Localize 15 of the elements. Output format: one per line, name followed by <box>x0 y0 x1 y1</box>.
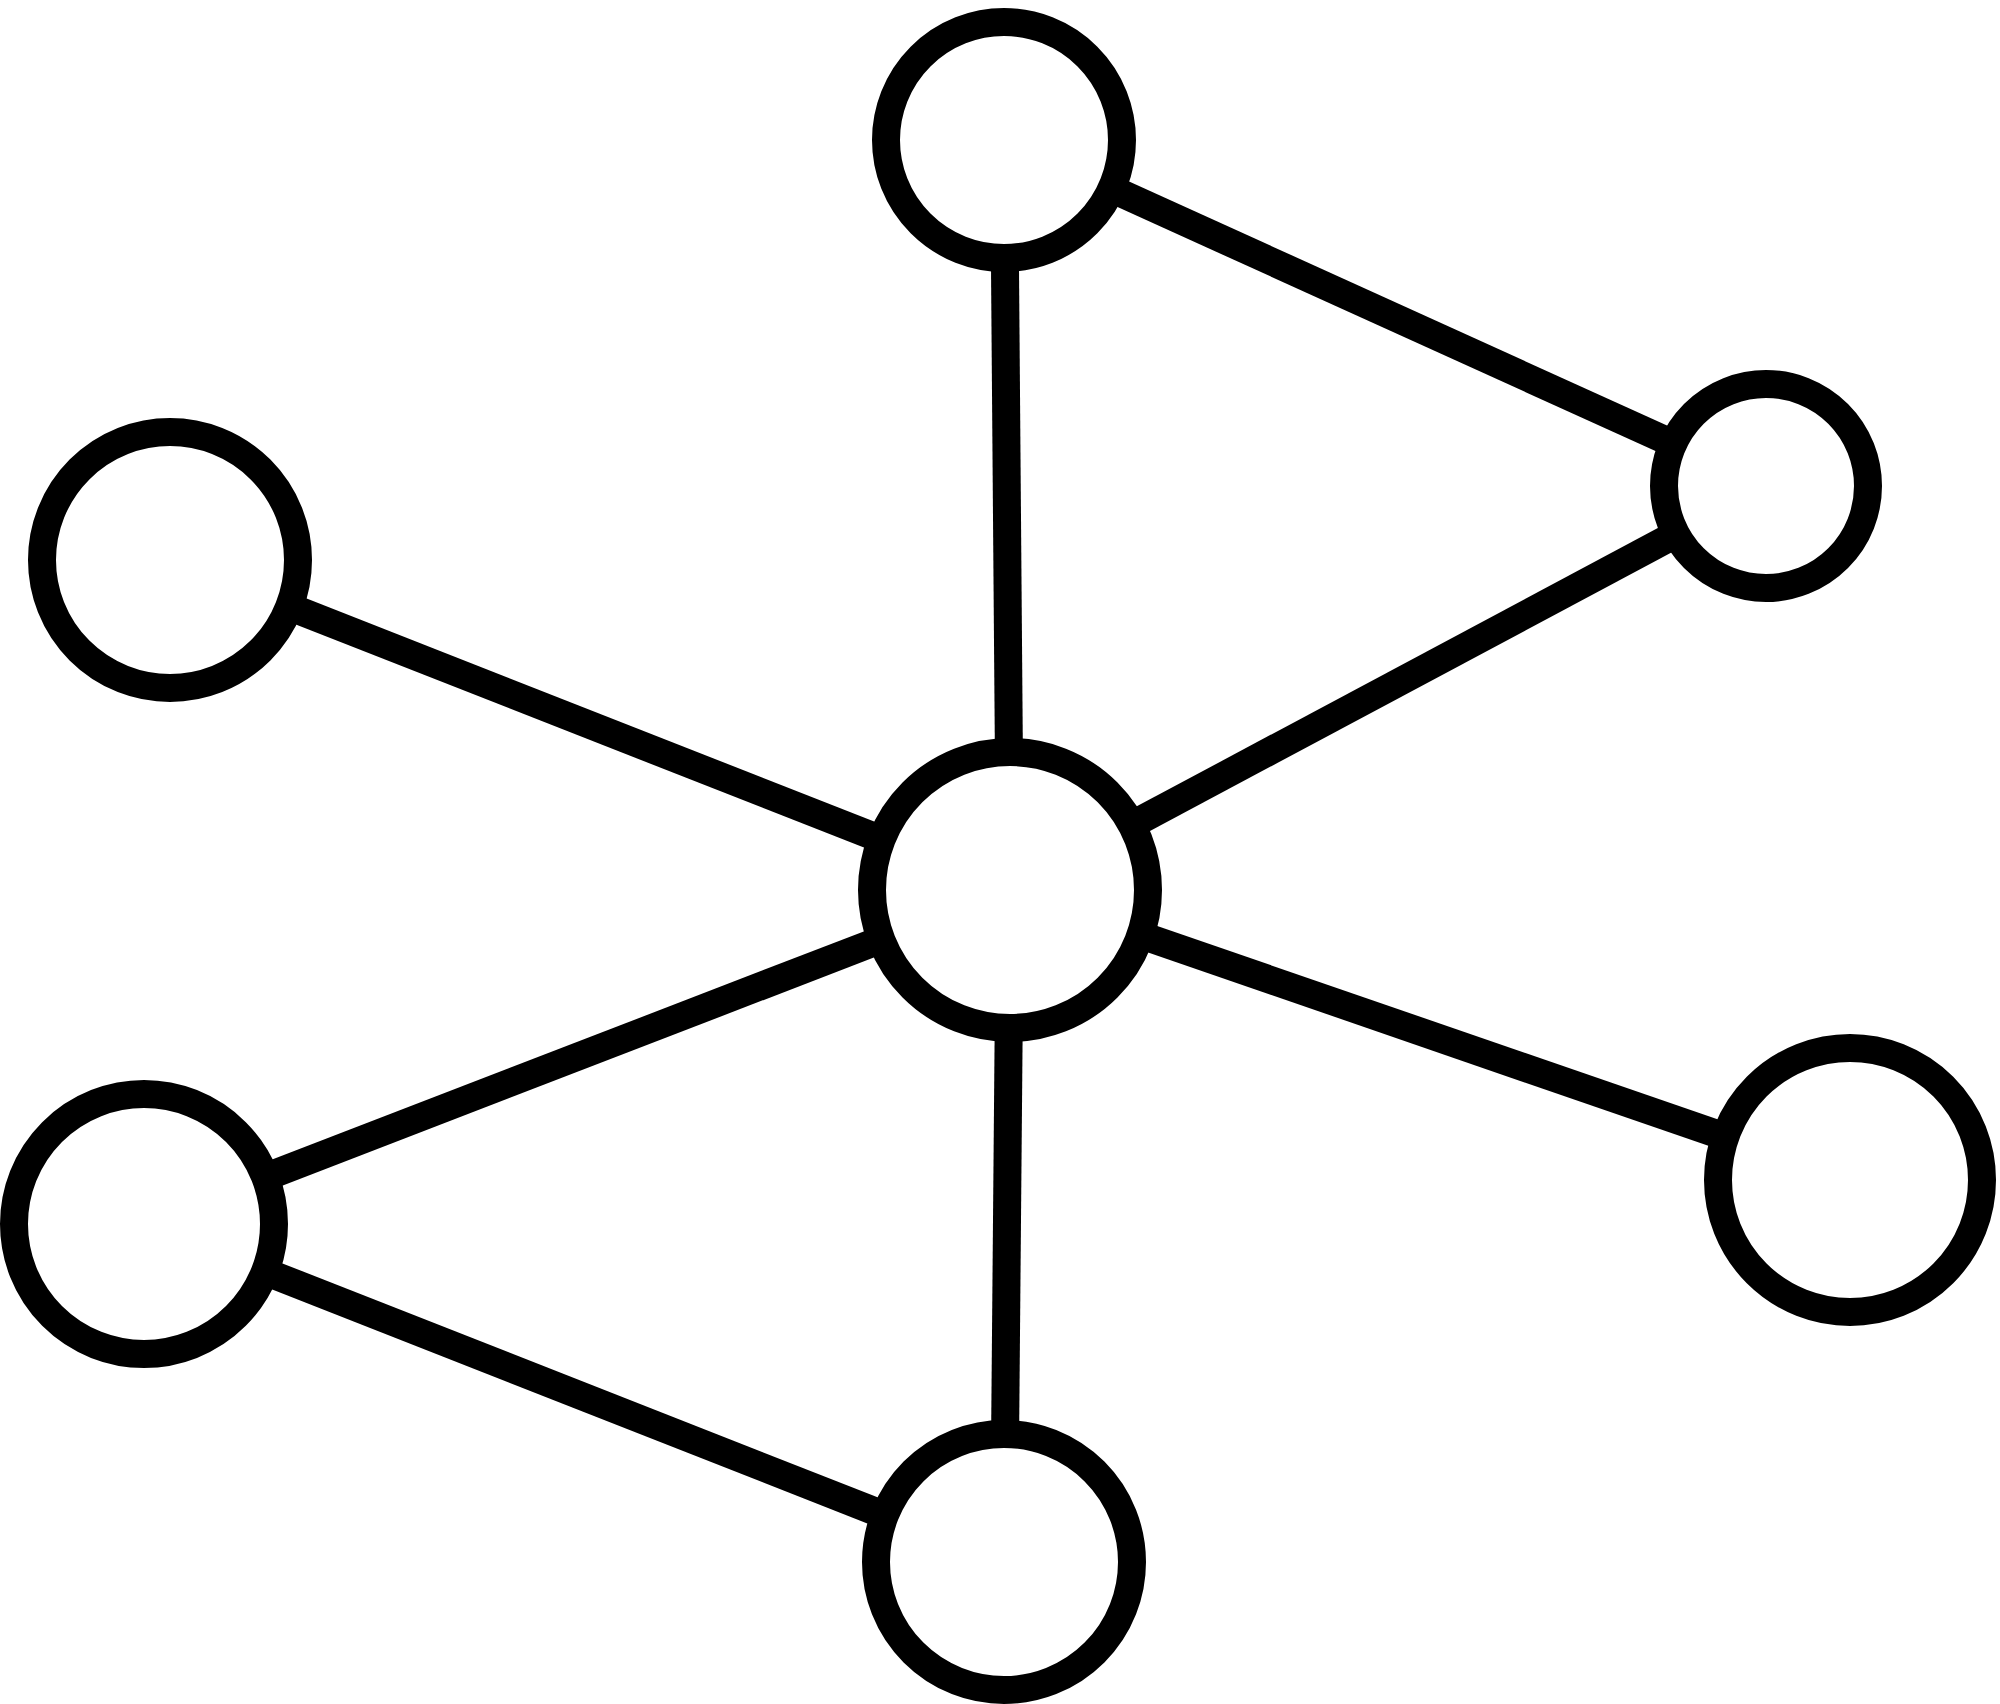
circle-node <box>28 418 312 702</box>
circle-node <box>858 738 1162 1042</box>
connector-line <box>991 267 1023 743</box>
circle-node <box>1704 1034 1996 1326</box>
circle-node <box>862 1420 1146 1704</box>
connector-line <box>991 1037 1023 1425</box>
connector-line <box>269 930 878 1187</box>
circle-node <box>0 1080 288 1368</box>
connector-line <box>293 597 878 849</box>
connector-line <box>1134 526 1674 833</box>
connector-line <box>1145 924 1721 1147</box>
circle-node <box>872 8 1136 272</box>
circle-node <box>1650 370 1882 602</box>
connector-line <box>269 1262 881 1525</box>
connector-line <box>1114 180 1670 453</box>
